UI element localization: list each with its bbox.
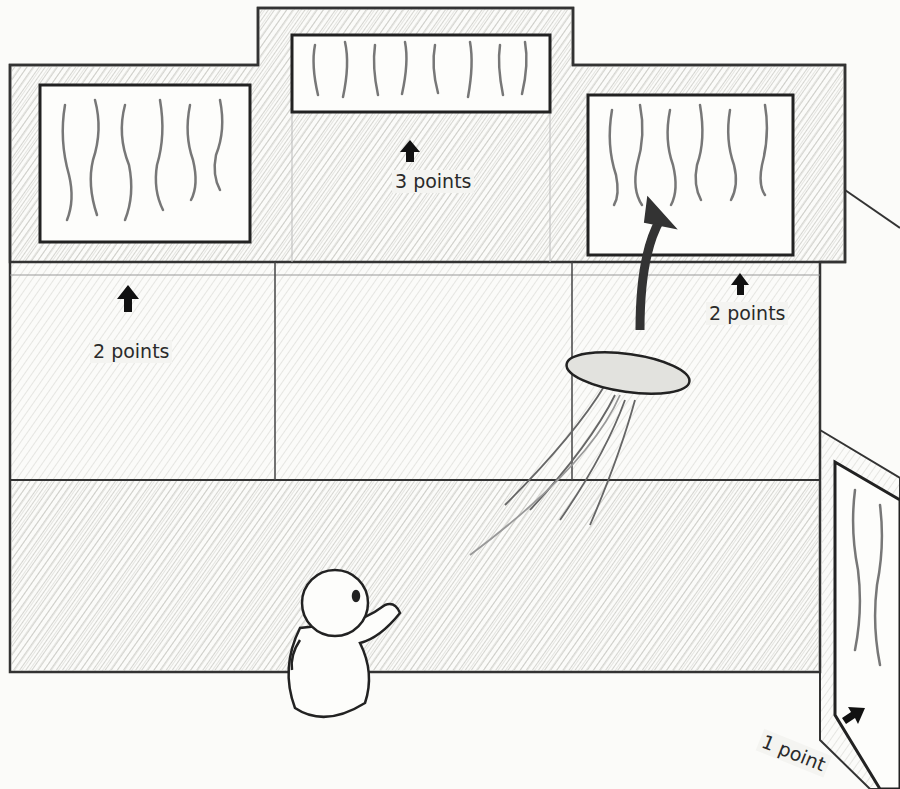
score-label: 2 points [706,302,788,325]
score-label: 3 points [392,170,474,193]
score-label: 2 points [90,340,172,363]
